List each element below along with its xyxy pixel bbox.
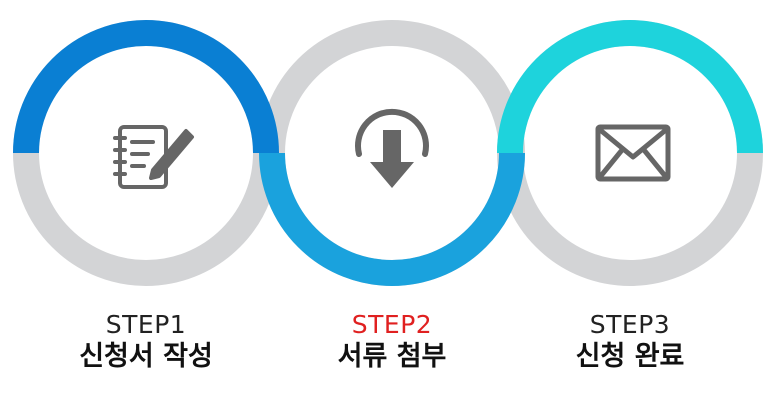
step2-name: 서류 첨부: [337, 341, 447, 372]
step3-number: STEP3: [589, 310, 671, 339]
envelope-icon: [595, 124, 671, 182]
step2-number: STEP2: [351, 310, 433, 339]
download-arrow-icon: [355, 108, 429, 188]
notepad-pen-icon: [113, 125, 194, 189]
step1-number: STEP1: [105, 310, 187, 339]
step1-ring-accent: [13, 20, 279, 153]
step3-label: STEP3 신청 완료: [500, 310, 760, 374]
step3-name: 신청 완료: [575, 341, 685, 372]
step2-ring-accent: [259, 153, 525, 286]
step1-label: STEP1 신청서 작성: [16, 310, 276, 374]
step2-label: STEP2 서류 첨부: [262, 310, 522, 374]
step1-name: 신청서 작성: [79, 341, 213, 372]
step3-ring-accent: [497, 20, 763, 153]
